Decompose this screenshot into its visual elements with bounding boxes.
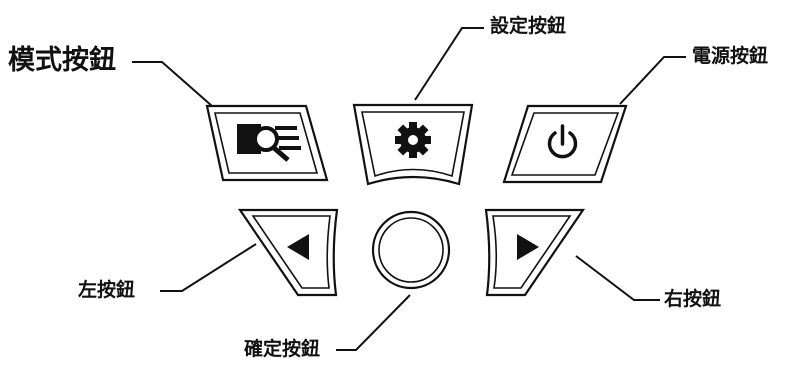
mode-magnifier-icon [237, 124, 301, 162]
leader-right [575, 255, 660, 301]
confirm-button[interactable] [371, 210, 451, 290]
arrow-left-icon [287, 234, 309, 260]
right-button-label: 右按鈕 [664, 288, 722, 310]
left-button[interactable] [237, 208, 339, 297]
leader-left [160, 243, 257, 292]
settings-button-label: 設定按鈕 [490, 15, 567, 37]
settings-button[interactable] [352, 103, 474, 186]
leader-settings [414, 27, 484, 101]
right-button[interactable] [484, 208, 586, 297]
mode-button[interactable] [205, 104, 329, 182]
gear-icon [395, 122, 431, 158]
power-button-label: 電源按鈕 [692, 45, 769, 67]
left-button-label: 左按鈕 [78, 279, 136, 301]
power-button[interactable] [502, 104, 628, 184]
leader-mode [132, 61, 213, 107]
leader-confirm [336, 294, 411, 351]
mode-button-label: 模式按鈕 [8, 45, 116, 76]
power-icon [547, 124, 578, 159]
arrow-right-icon [517, 234, 539, 260]
leader-power [619, 56, 686, 105]
confirm-button-label: 確定按鈕 [244, 338, 321, 360]
